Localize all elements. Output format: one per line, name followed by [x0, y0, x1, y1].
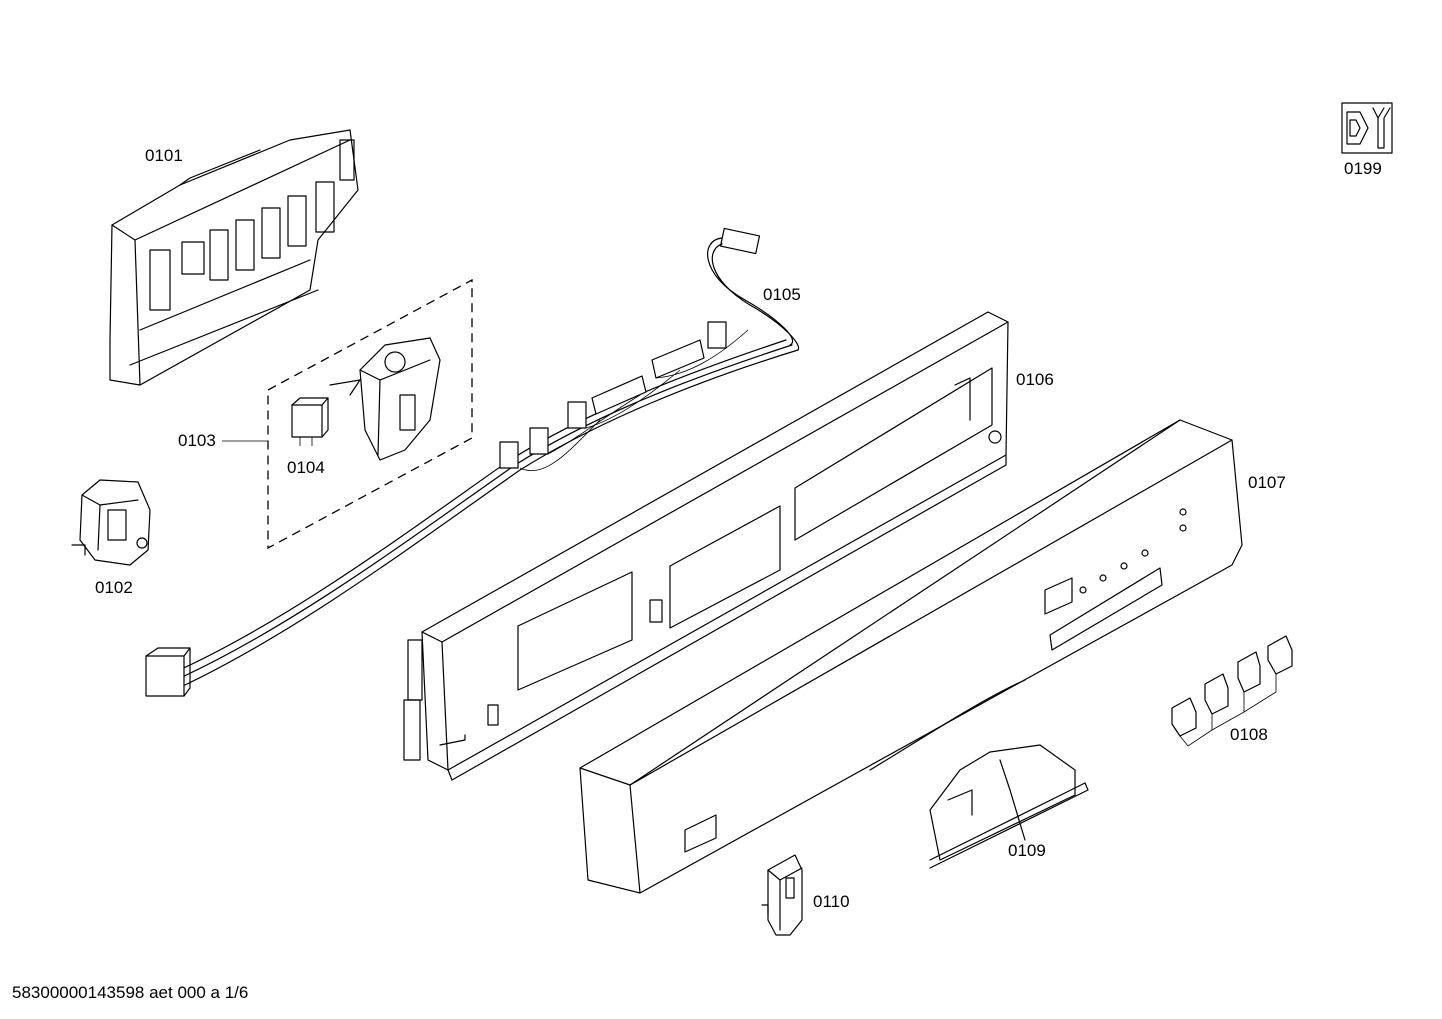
- part-label-0104: 0104: [287, 458, 325, 477]
- switch-0102: [71, 479, 151, 566]
- control-frame-0106: [403, 311, 1009, 781]
- part-label-0199: 0199: [1344, 159, 1382, 178]
- clip-0110: [761, 854, 803, 936]
- wiring-harness-0105: [145, 227, 800, 697]
- part-label-0107: 0107: [1248, 473, 1286, 492]
- part-label-0109: 0109: [1008, 841, 1046, 860]
- control-panel-fascia-0107: [579, 419, 1243, 894]
- part-label-0105: 0105: [763, 285, 801, 304]
- document-code: 58300000143598 aet 000 a 1/6: [12, 983, 249, 1002]
- wrench-nut-icon: [1341, 102, 1393, 154]
- part-label-0102: 0102: [95, 578, 133, 597]
- handle-part-0109: [929, 744, 1089, 869]
- part-label-0106: 0106: [1016, 370, 1054, 389]
- electronic-module-0101: [109, 129, 359, 386]
- button-set-0108: [1171, 635, 1293, 747]
- part-label-0101: 0101: [145, 146, 183, 165]
- component-group-0103: [222, 278, 473, 550]
- part-label-0108: 0108: [1230, 725, 1268, 744]
- part-label-0110: 0110: [813, 892, 850, 911]
- part-label-0103: 0103: [178, 431, 216, 450]
